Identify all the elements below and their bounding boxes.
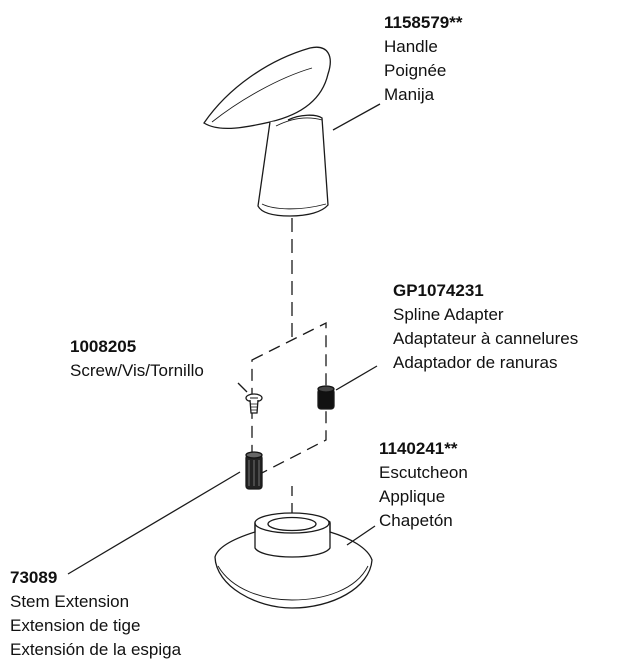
handle-leader-line: [332, 103, 381, 131]
spline-adapter-part-number: GP1074231: [393, 281, 484, 300]
spline-adapter-drawing: [317, 385, 335, 410]
screw-part-number: 1008205: [70, 337, 137, 356]
spline-adapter-leader-line: [335, 365, 378, 391]
escutcheon-name-fr: Applique: [379, 487, 446, 506]
handle-name-es: Manija: [384, 85, 435, 104]
spline-adapter-name-fr: Adaptateur à cannelures: [393, 329, 579, 348]
screw-drawing: [245, 393, 263, 414]
handle-name-en: Handle: [384, 37, 438, 56]
handle-label: 1158579** Handle Poignée Manija: [384, 11, 462, 107]
assembly-dashed-outline: [251, 321, 327, 480]
spline-adapter-label: GP1074231 Spline Adapter Adaptateur à ca…: [393, 279, 578, 375]
escutcheon-part-number: 1140241**: [379, 439, 458, 458]
stem-extension-name-fr: Extension de tige: [10, 616, 141, 635]
spline-adapter-name-es: Adaptador de ranuras: [393, 353, 558, 372]
escutcheon-name-en: Escutcheon: [379, 463, 468, 482]
handle-part-number: 1158579**: [384, 13, 463, 32]
stem-extension-drawing: [245, 451, 263, 490]
escutcheon-leader-line: [346, 525, 376, 546]
stem-extension-part-number: 73089: [10, 568, 58, 587]
escutcheon-name-es: Chapetón: [379, 511, 453, 530]
stem-extension-label: 73089 Stem Extension Extension de tige E…: [10, 566, 181, 662]
screw-name: Screw/Vis/Tornillo: [70, 361, 204, 380]
handle-name-fr: Poignée: [384, 61, 447, 80]
spline-adapter-name-en: Spline Adapter: [393, 305, 504, 324]
handle-drawing: [203, 46, 331, 217]
screw-leader-line: [237, 382, 248, 393]
escutcheon-label: 1140241** Escutcheon Applique Chapetón: [379, 437, 468, 533]
screw-label: 1008205 Screw/Vis/Tornillo: [70, 335, 204, 383]
escutcheon-drawing: [214, 512, 373, 609]
stem-extension-name-es: Extensión de la espiga: [10, 640, 182, 659]
stem-extension-name-en: Stem Extension: [10, 592, 130, 611]
stem-extension-leader-line: [67, 471, 241, 575]
